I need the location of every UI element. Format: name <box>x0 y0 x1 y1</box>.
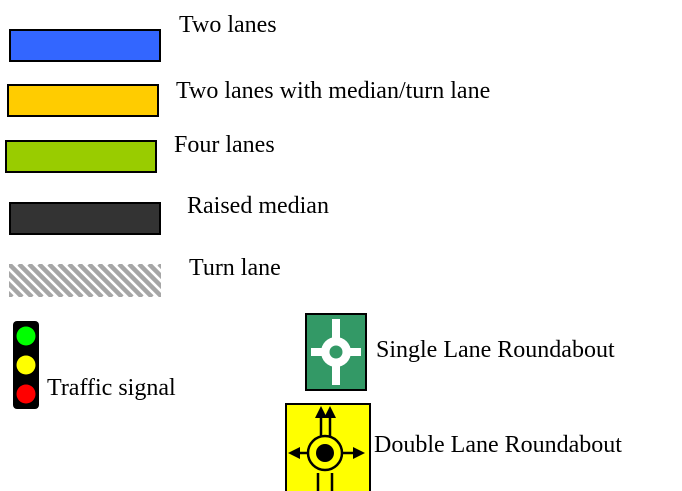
four-lanes-label: Four lanes <box>174 132 275 158</box>
raised-median-swatch <box>9 202 161 235</box>
traffic-signal-label: Traffic signal <box>47 375 176 401</box>
double-lane-roundabout-label: Double Lane Roundabout <box>374 432 622 458</box>
traffic-signal-icon <box>13 321 39 409</box>
single-lane-roundabout-label: Single Lane Roundabout <box>376 337 615 363</box>
two-lanes-label: Two lanes <box>179 12 277 38</box>
two-lanes-median-swatch <box>7 84 159 117</box>
two-lanes-median-label: Two lanes with median/turn lane <box>176 78 491 104</box>
two-lanes-swatch <box>9 29 161 62</box>
four-lanes-swatch <box>5 140 157 173</box>
single-lane-roundabout-icon <box>305 313 367 391</box>
turn-lane-label: Turn lane <box>189 255 281 281</box>
raised-median-label: Raised median <box>187 193 329 219</box>
double-lane-roundabout-icon <box>285 403 371 491</box>
turn-lane-hatch-icon <box>9 264 161 297</box>
